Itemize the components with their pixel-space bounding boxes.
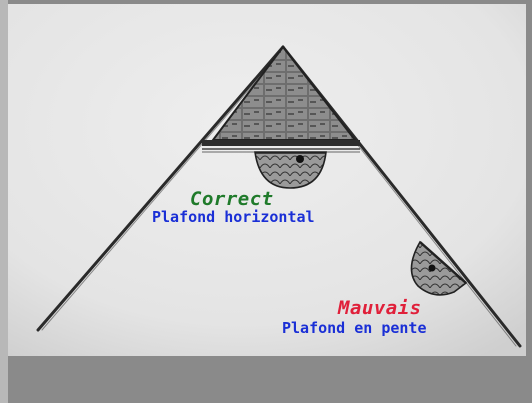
wrong-label: Mauvais <box>338 299 422 318</box>
table-shadow <box>0 356 532 403</box>
wrong-sublabel: Plafond en pente <box>282 321 427 336</box>
correct-sublabel: Plafond horizontal <box>152 210 315 225</box>
page-edge-left <box>0 0 8 403</box>
correct-label: Correct <box>190 190 274 209</box>
